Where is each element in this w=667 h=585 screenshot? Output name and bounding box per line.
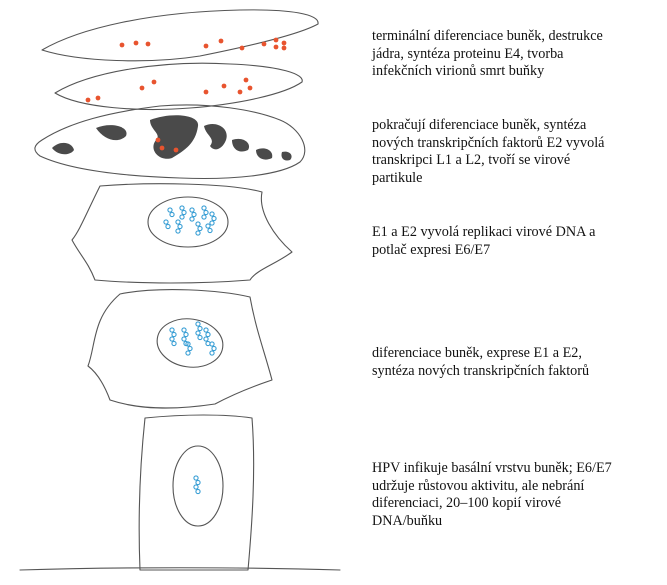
viral-dna-bead — [182, 328, 186, 332]
viral-dna-bead — [182, 337, 186, 341]
virion-dot — [204, 90, 209, 95]
virion-dot — [244, 78, 249, 83]
viral-dna-bead — [212, 216, 216, 220]
stage-replication-text: E1 a E2 vyvolá replikaci virové DNA a po… — [372, 224, 667, 259]
virion-dot — [174, 148, 179, 153]
viral-dna-bead — [170, 212, 174, 216]
viral-dna-bead — [196, 222, 200, 226]
virion-dot — [134, 41, 139, 46]
virion-dot — [156, 138, 161, 143]
stage-basal-text: HPV infikuje basální vrstvu buněk; E6/E7… — [372, 460, 667, 530]
viral-dna-bead — [182, 210, 186, 214]
viral-dna-bead — [212, 346, 216, 350]
virion-dot — [96, 96, 101, 101]
viral-dna-bead — [190, 217, 194, 221]
fragmented-chromatin — [52, 115, 292, 160]
virion-dot — [282, 41, 287, 46]
viral-dna-bead — [170, 328, 174, 332]
viral-dna-bead — [204, 337, 208, 341]
virion-dot — [262, 42, 267, 47]
viral-dna-bead — [208, 228, 212, 232]
viral-dna-bead — [188, 346, 192, 350]
viral-dna-bead — [206, 224, 210, 228]
viral-dna-bead — [196, 322, 200, 326]
viral-dna-bead — [176, 220, 180, 224]
viral-dna-bead — [194, 485, 198, 489]
viral-dna-bead — [196, 331, 200, 335]
cell-second-outline — [55, 63, 302, 109]
viral-dna-bead — [164, 220, 168, 224]
virion-dot — [274, 38, 279, 43]
stage-terminal-text: terminální diferenciace buněk, destrukce… — [372, 28, 667, 81]
viral-dna-bead — [186, 351, 190, 355]
viral-dna-bead — [180, 215, 184, 219]
virion-dot — [152, 80, 157, 85]
viral-dna-bead — [172, 341, 176, 345]
viral-dna-bead — [192, 212, 196, 216]
viral-dna-bead — [176, 229, 180, 233]
virion-dot — [238, 90, 243, 95]
viral-dna-bead — [196, 489, 200, 493]
viral-dna-bead — [210, 351, 214, 355]
virion-dot — [282, 46, 287, 51]
viral-dna-bead — [202, 206, 206, 210]
chromatin-fragment — [232, 139, 249, 152]
viral-dna-bead — [202, 215, 206, 219]
viral-dna-bead — [210, 212, 214, 216]
cell-early-diff-outline — [88, 290, 272, 409]
viral-dna-bead — [204, 210, 208, 214]
chromatin-fragment — [52, 143, 74, 154]
viral-dna-bead — [196, 480, 200, 484]
viral-dna-bead — [170, 337, 174, 341]
cell-top-outline — [42, 10, 318, 61]
virion-dot — [140, 86, 145, 91]
viral-dna-bead — [166, 224, 170, 228]
virion-dot — [274, 45, 279, 50]
viral-dna-bead — [190, 208, 194, 212]
viral-dna-bead — [180, 206, 184, 210]
virion-dot — [219, 39, 224, 44]
nucleus-replication — [148, 197, 228, 247]
viral-dna-bead — [210, 221, 214, 225]
viral-dna-bead — [206, 332, 210, 336]
viral-dna-episomes — [164, 206, 216, 494]
chromatin-fragment — [281, 152, 291, 161]
virion-dot — [86, 98, 91, 103]
viral-dna-bead — [198, 226, 202, 230]
viral-dna-bead — [196, 231, 200, 235]
stage-late-diff-text: pokračují diferenciace buněk, syntéza no… — [372, 117, 667, 187]
virion-dot — [120, 43, 125, 48]
virion-dot — [222, 84, 227, 89]
viral-dna-bead — [172, 332, 176, 336]
viral-dna-bead — [184, 332, 188, 336]
viral-dna-bead — [168, 208, 172, 212]
virion-dot — [240, 46, 245, 51]
virion-dot — [160, 146, 165, 151]
viral-dna-bead — [204, 328, 208, 332]
chromatin-fragment — [256, 148, 272, 159]
stage-early-diff-text: diferenciace buněk, exprese E1 a E2, syn… — [372, 345, 667, 380]
cell-replication-outline — [72, 184, 292, 283]
viral-dna-bead — [194, 476, 198, 480]
epithelium-diagram — [0, 0, 352, 585]
viral-dna-bead — [198, 335, 202, 339]
epithelium-svg — [0, 0, 352, 585]
virion-dot — [248, 86, 253, 91]
virion-dot — [204, 44, 209, 49]
viral-dna-bead — [178, 224, 182, 228]
virion-dot — [146, 42, 151, 47]
chromatin-fragment — [150, 115, 198, 159]
viral-dna-bead — [198, 326, 202, 330]
chromatin-fragment — [204, 124, 227, 149]
chromatin-fragment — [96, 125, 127, 140]
